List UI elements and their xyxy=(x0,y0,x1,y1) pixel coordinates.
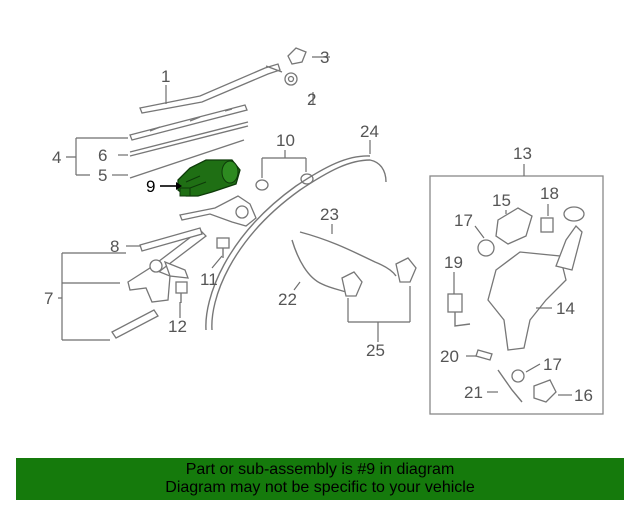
washer-nozzle-right xyxy=(395,257,417,283)
callout-21: 21 xyxy=(464,383,483,402)
blade-refill-6 xyxy=(129,121,249,153)
callout-6: 6 xyxy=(98,146,107,165)
callout-9-arrowhead xyxy=(176,182,182,190)
callout-5: 5 xyxy=(98,166,107,185)
pump-seal-lower xyxy=(511,369,525,383)
bolt-11 xyxy=(216,237,230,258)
reservoir-group-box xyxy=(429,175,604,415)
callout-18: 18 xyxy=(540,184,559,203)
washer-pump-16 xyxy=(533,379,557,403)
connector-20 xyxy=(475,349,493,361)
washer-hose-22 xyxy=(291,239,347,293)
callout-3: 3 xyxy=(320,48,329,67)
wiper-blade-upper xyxy=(129,104,248,141)
nut-part xyxy=(284,72,298,86)
blade-refill-6b xyxy=(129,125,249,157)
connector-18 xyxy=(540,217,554,233)
callout-23: 23 xyxy=(320,205,339,224)
reservoir-cap xyxy=(563,206,585,222)
callout-25: 25 xyxy=(366,341,385,360)
washer-reservoir xyxy=(487,224,583,351)
hose-21 xyxy=(497,369,523,403)
bolt-8 xyxy=(139,227,203,252)
callout-17-upper: 17 xyxy=(454,211,473,230)
callout-22: 22 xyxy=(278,290,297,309)
washer-hose-24 xyxy=(211,159,387,331)
callout-14: 14 xyxy=(556,299,575,318)
washer-hose-23 xyxy=(299,231,397,277)
grommet-left xyxy=(255,179,269,191)
callout-12: 12 xyxy=(168,317,187,336)
wiper-arm xyxy=(139,63,283,114)
wiper-motor-highlighted xyxy=(177,159,241,197)
banner-line-2: Diagram may not be specific to your vehi… xyxy=(165,479,475,496)
callout-1: 1 xyxy=(161,67,170,86)
callout-15: 15 xyxy=(492,191,511,210)
callout-17-lower: 17 xyxy=(543,355,562,374)
pump-seal xyxy=(477,239,495,257)
info-banner: Part or sub-assembly is #9 in diagram Di… xyxy=(16,458,624,500)
callout-7: 7 xyxy=(44,289,53,308)
callout-20: 20 xyxy=(440,347,459,366)
callout-8: 8 xyxy=(110,237,119,256)
level-sensor xyxy=(447,293,471,327)
leader-lines xyxy=(58,56,572,396)
washer-nozzle-left xyxy=(341,271,363,297)
callout-16: 16 xyxy=(574,386,593,405)
callout-2: 2 xyxy=(307,90,316,109)
callout-24: 24 xyxy=(360,122,379,141)
washer-pump xyxy=(495,207,533,245)
callout-9: 9 xyxy=(146,177,155,196)
washer-hose-24-b xyxy=(205,155,371,331)
callout-11: 11 xyxy=(200,270,218,289)
bolt-12 xyxy=(175,281,188,303)
callout-19: 19 xyxy=(444,253,463,272)
callout-13: 13 xyxy=(513,144,532,163)
wiper-linkage xyxy=(111,195,257,339)
blade-refill-5 xyxy=(129,139,245,179)
parts-diagram: 1 2 3 4 5 6 7 8 9 10 11 12 13 14 15 16 1… xyxy=(44,47,604,415)
callout-4: 4 xyxy=(52,148,61,167)
banner-line-1: Part or sub-assembly is #9 in diagram xyxy=(185,461,455,478)
callout-10: 10 xyxy=(276,131,295,150)
cap-part xyxy=(287,47,307,65)
